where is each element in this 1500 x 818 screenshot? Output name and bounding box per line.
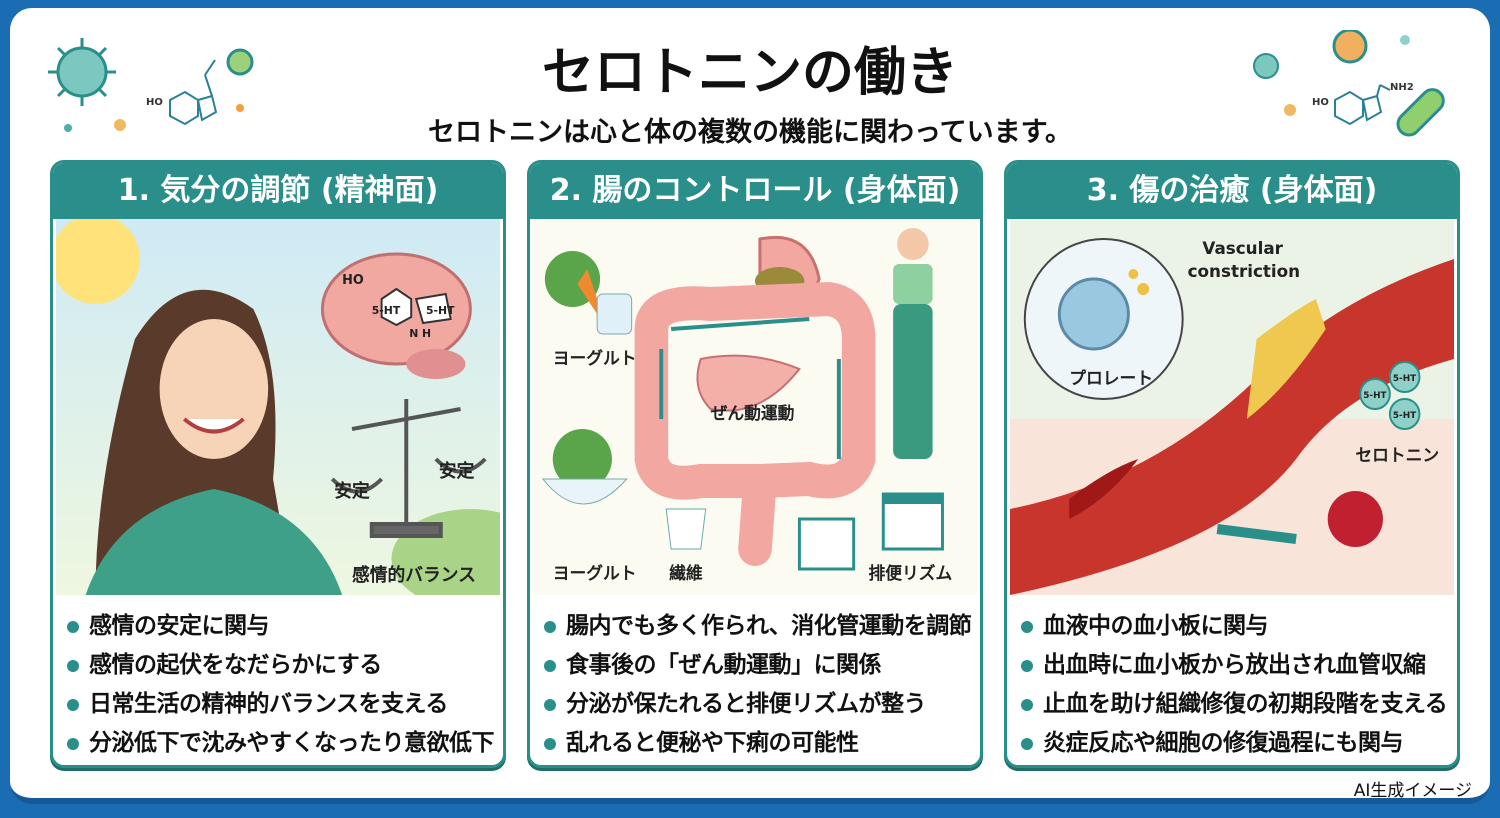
list-item: 出血時に血小板から放出され血管収縮 (1021, 646, 1451, 685)
bacteria-icon (1396, 88, 1445, 137)
clot (1327, 491, 1383, 547)
yogurt-label: ヨーグルト (553, 348, 637, 368)
list-item: 日常生活の精神的バランスを支える (67, 685, 497, 724)
brain-icon (320, 252, 472, 379)
scale-right-label: 安定 (439, 460, 475, 482)
list-item: 炎症反応や細胞の修復過程にも関与 (1021, 724, 1451, 763)
list-item: 血液中の血小板に関与 (1021, 607, 1451, 646)
list-item: 乱れると便秘や下痢の可能性 (544, 724, 974, 763)
intestine-icon (634, 235, 876, 566)
list-item: 止血を助け組織修復の初期段階を支える (1021, 685, 1451, 724)
vegetables-icon (544, 251, 633, 335)
bullet-list: 腸内でも多く作られ、消化管運動を調節 食事後の「ぜん動運動」に関係 分泌が保たれ… (544, 607, 974, 763)
list-item: 感情の安定に関与 (67, 607, 497, 646)
right-decoration: HO NH2 (1253, 30, 1445, 137)
mood-illustration: HO 5-HT 5-HT N H 安定 安定 感情的バランス (56, 219, 500, 595)
molecule-ho-label: HO (146, 97, 163, 108)
emotional-balance-label: 感情的バランス (352, 564, 476, 586)
vascular-constriction-label: constriction (1188, 261, 1301, 281)
molecule-ho-label: HO (1312, 97, 1329, 108)
list-item: 分泌が保たれると排便リズムが整う (544, 685, 974, 724)
salad-bowl-icon (541, 429, 628, 505)
serotonin-molecule-icon (1359, 361, 1421, 430)
fiber-label: 繊維 (669, 563, 703, 583)
peristalsis-label: ぜん動運動 (711, 403, 795, 423)
molecule-icon (1334, 84, 1391, 126)
virus-icon (1253, 30, 1368, 79)
panel-title: 3. 傷の治癒 (身体面) (1007, 163, 1457, 219)
scale-left-label: 安定 (334, 480, 370, 502)
panel-wound-healing: 3. 傷の治癒 (身体面) プロレート Vascular constrictio… (1004, 160, 1460, 768)
page-subtitle: セロトニンは心と体の複数の機能に関わっています。 (428, 117, 1072, 148)
5ht-label: 5-HT (1393, 411, 1417, 421)
woman-exercise-figure (893, 228, 933, 459)
platelet-zoom-circle (1023, 238, 1184, 400)
panel-gut: 2. 腸のコントロール (身体面) ヨーグルト ぜん動運動 ヨーグルト 繊維 (527, 160, 983, 768)
virus-icon (226, 48, 254, 76)
5ht-label: 5-HT (1363, 391, 1387, 401)
list-item: 感情の起伏をなだらかにする (67, 646, 497, 685)
5ht-label: 5-HT (1393, 374, 1417, 384)
panel-mood: 1. 気分の調節 (精神面) HO 5-HT 5-HT N H (50, 160, 506, 768)
ho-label: HO (342, 273, 364, 288)
bullet-list: 感情の安定に関与 感情の起伏をなだらかにする 日常生活の精神的バランスを支える … (67, 607, 497, 763)
sun-icon (56, 219, 140, 304)
5ht-label: 5-HT (372, 304, 401, 317)
bullet-list: 血液中の血小板に関与 出血時に血小板から放出され血管収縮 止血を助け組織修復の初… (1021, 607, 1451, 763)
list-item: 分泌低下で沈みやすくなったり意欲低下 (67, 724, 497, 763)
molecule-nh2-label: NH2 (1390, 82, 1414, 93)
panel-title: 2. 腸のコントロール (身体面) (530, 163, 980, 219)
list-item: 腸内でも多く作られ、消化管運動を調節 (544, 607, 974, 646)
ai-credit: AI生成イメージ (1353, 781, 1472, 801)
woman-figure (85, 289, 343, 595)
arrow-icon (1216, 524, 1297, 544)
virus-icon (48, 38, 116, 106)
left-decoration: HO (48, 38, 254, 132)
page-title: セロトニンの働き (541, 43, 958, 103)
yogurt-label: ヨーグルト (553, 563, 637, 583)
list-item: 食事後の「ぜん動運動」に関係 (544, 646, 974, 685)
molecule-icon (169, 59, 218, 126)
calendar-icon (797, 492, 944, 571)
balance-scale-icon (330, 399, 487, 538)
nh-label: N H (409, 327, 431, 340)
panel-title: 1. 気分の調節 (精神面) (53, 163, 503, 219)
wound-illustration: プロレート Vascular constriction 5-HT 5-HT 5-… (1010, 219, 1454, 595)
5ht-label: 5-HT (426, 304, 455, 317)
yogurt-cup-icon (665, 508, 707, 550)
vascular-constriction-label: Vascular (1202, 238, 1283, 258)
serotonin-label: セロトニン (1355, 445, 1439, 465)
gut-illustration: ヨーグルト ぜん動運動 ヨーグルト 繊維 排便リズム (533, 219, 977, 595)
platelet-label: プロレート (1069, 368, 1153, 388)
wound (1069, 459, 1139, 519)
bowel-rhythm-label: 排便リズム (868, 563, 952, 583)
blood-vessel (1010, 259, 1454, 595)
